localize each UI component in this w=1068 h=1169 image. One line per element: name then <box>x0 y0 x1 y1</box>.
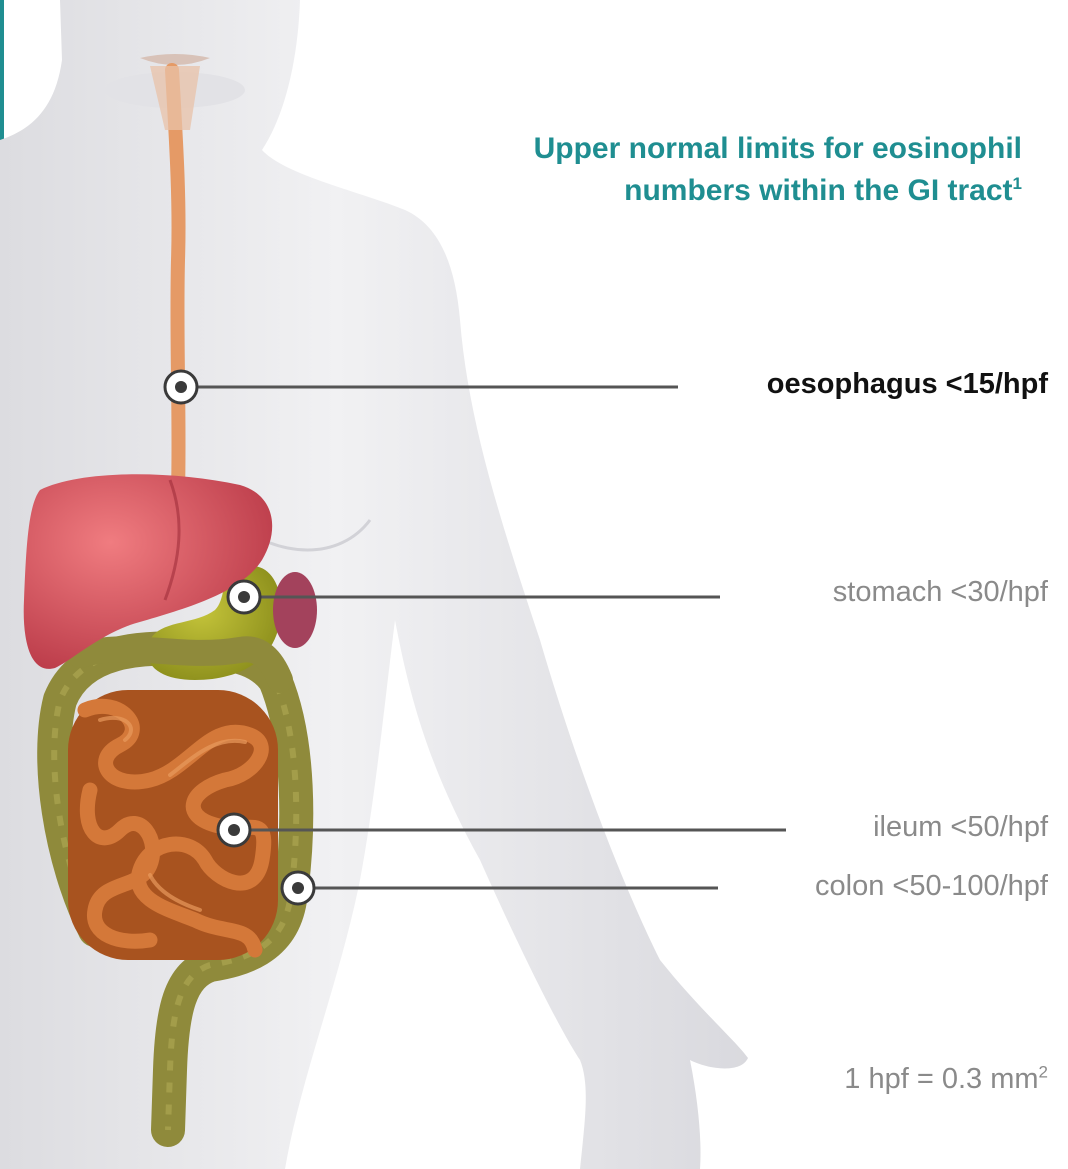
diagram-title: Upper normal limits for eosinophil numbe… <box>382 128 1022 212</box>
marker-dot-ileum <box>228 824 240 836</box>
label-stomach: stomach <30/hpf <box>833 575 1048 609</box>
marker-dot-stomach <box>238 591 250 603</box>
marker-dot-oesophagus <box>175 381 187 393</box>
label-oesophagus: oesophagus <15/hpf <box>767 367 1048 401</box>
label-colon: colon <50-100/hpf <box>815 869 1048 903</box>
marker-dot-colon <box>292 882 304 894</box>
title-line-1: Upper normal limits for eosinophil <box>534 132 1022 165</box>
title-line-2: numbers within the GI tract <box>624 174 1012 207</box>
title-footnote-ref: 1 <box>1013 174 1022 193</box>
hpf-footnote-text: 1 hpf = 0.3 mm <box>844 1063 1038 1095</box>
hpf-footnote-superscript: 2 <box>1039 1062 1048 1081</box>
hpf-footnote: 1 hpf = 0.3 mm2 <box>844 1063 1048 1096</box>
label-ileum: ileum <50/hpf <box>873 810 1048 844</box>
